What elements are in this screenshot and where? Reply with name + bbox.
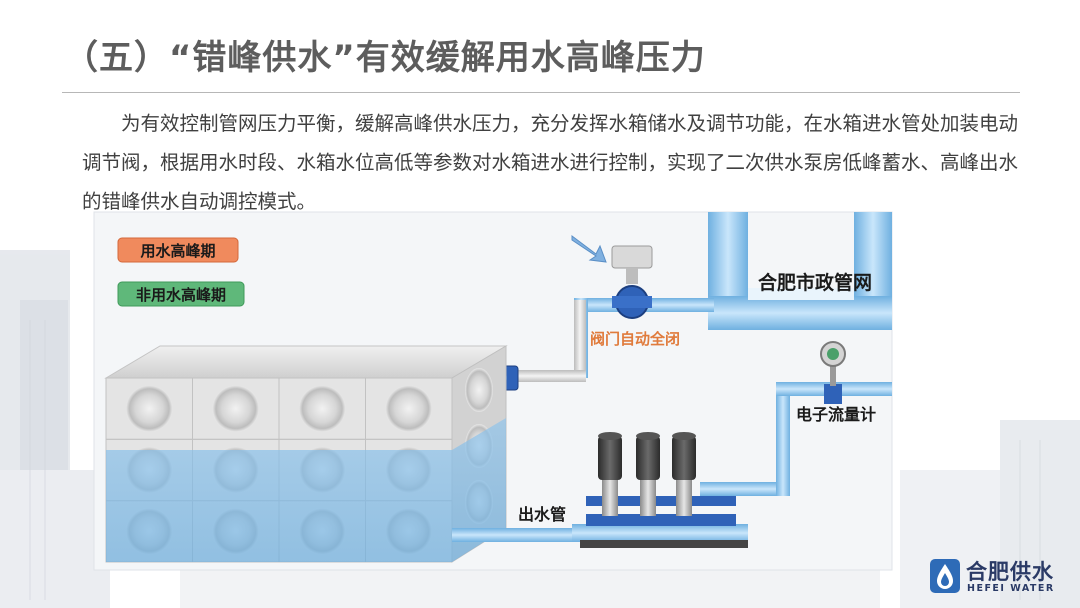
- outlet-label: 出水管: [518, 505, 566, 524]
- legend-offpeak: 非用水高峰期: [117, 281, 245, 307]
- brand-logo: 合肥供水 HEFEI WATER: [930, 556, 1070, 600]
- electric-valve: [611, 245, 653, 319]
- flowmeter-icon: [820, 341, 846, 404]
- svg-text:非用水高峰期: 非用水高峰期: [136, 286, 226, 304]
- pump-set: [580, 432, 748, 548]
- brand-name-en: HEFEI WATER: [967, 583, 1055, 594]
- tank-panel-bulge: [298, 385, 346, 432]
- water-drop-icon: [930, 559, 960, 593]
- brand-name-cn: 合肥供水: [966, 560, 1054, 584]
- water-tank: [104, 345, 508, 563]
- intro-text: 为有效控制管网压力平衡，缓解高峰供水压力，充分发挥水箱储水及调节功能，在水箱进水…: [82, 112, 1019, 213]
- tank-panel-bulge: [125, 385, 173, 432]
- pump: [636, 432, 660, 516]
- tank-side-panel: [465, 368, 493, 412]
- tank-panel-bulge: [385, 385, 433, 432]
- municipal-main-pipe: [708, 212, 892, 330]
- svg-text:用水高峰期: 用水高峰期: [140, 242, 215, 260]
- title-divider: [62, 92, 1020, 93]
- legend-peak: 用水高峰期: [117, 237, 239, 263]
- intro-paragraph: 为有效控制管网压力平衡，缓解高峰供水压力，充分发挥水箱储水及调节功能，在水箱进水…: [82, 104, 1032, 221]
- page-title: （五）“错峰供水”有效缓解用水高峰压力: [64, 38, 706, 78]
- arrow-icon: [571, 235, 607, 263]
- valve-label: 阀门自动全闭: [590, 330, 680, 348]
- pump: [672, 432, 696, 516]
- municipal-label: 合肥市政管网: [758, 271, 872, 294]
- tank-panel-bulge: [212, 385, 260, 432]
- inlet-pipe-gray: [516, 300, 586, 382]
- pump: [598, 432, 622, 516]
- flowmeter-label: 电子流量计: [796, 405, 876, 424]
- outlet-pipe: [452, 524, 748, 542]
